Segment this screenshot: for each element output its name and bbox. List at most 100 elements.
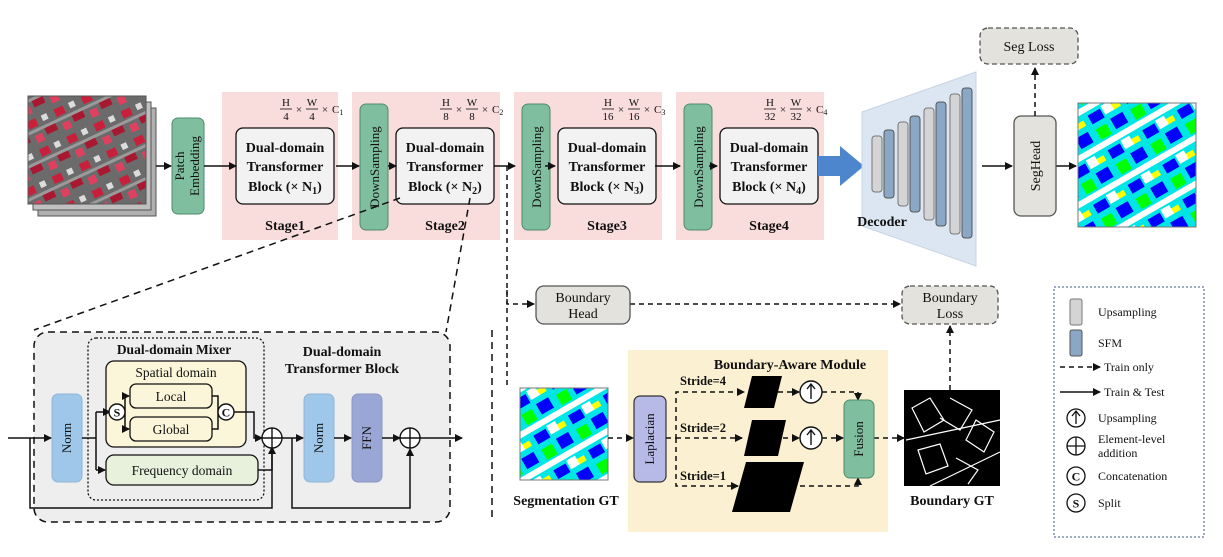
svg-text:H: H	[442, 97, 450, 109]
laplacian-label: Laplacian	[642, 413, 657, 465]
block-line-3: Block (× N4)	[732, 180, 806, 197]
plus-circle-icon	[1066, 436, 1086, 456]
stage-dims-label: H8×W8×C2	[440, 97, 503, 123]
block-line-2: Transformer	[407, 160, 484, 175]
stage-label: Stage3	[587, 219, 627, 234]
stride-2-feature-map	[744, 420, 786, 456]
global-label: Global	[153, 422, 190, 437]
output-segmentation-map	[1077, 102, 1197, 228]
legend-item-sfm-block: SFM	[1069, 329, 1122, 357]
svg-text:×: ×	[322, 104, 328, 116]
svg-text:×: ×	[456, 104, 462, 116]
boundary-gt-edges	[905, 397, 1001, 487]
svg-text:32: 32	[791, 111, 802, 123]
legend-label: SFM	[1098, 336, 1122, 350]
up-circle-icon	[1066, 408, 1086, 428]
svg-text:C4: C4	[816, 104, 827, 117]
downsampling-label: DownSampling	[691, 126, 706, 208]
concat-circle: C	[217, 403, 235, 421]
input-image-stack	[27, 95, 157, 217]
c-circle-icon: C	[1066, 466, 1086, 486]
stride-1-label: Stride=1	[680, 469, 726, 483]
ffn-label: FFN	[359, 425, 374, 449]
svg-text:×: ×	[296, 104, 302, 116]
legend-label: Element-level	[1098, 432, 1166, 446]
block-line-2: Transformer	[247, 160, 324, 175]
block-line-1: Dual-domain	[246, 141, 325, 156]
stride-2-label: Stride=2	[680, 421, 726, 435]
block-line-1: Dual-domain	[406, 141, 485, 156]
bam-title: Boundary-Aware Module	[714, 358, 866, 373]
downsampling-label: DownSampling	[529, 126, 544, 208]
block-line-1: Dual-domain	[568, 141, 647, 156]
segmentation-gt-label: Segmentation GT	[513, 494, 619, 509]
seghead-block: SegHead	[1013, 115, 1057, 217]
transformer-block-title-1: Dual-domain	[303, 345, 382, 360]
svg-text:H: H	[604, 97, 612, 109]
upsampling-circle-2	[799, 426, 823, 450]
concat-symbol: C	[222, 406, 231, 420]
seghead-label: SegHead	[1029, 141, 1044, 192]
mixer-title: Dual-domain Mixer	[117, 342, 231, 357]
mixer-box	[87, 337, 265, 501]
legend-label: Train & Test	[1104, 385, 1165, 399]
svg-text:H: H	[766, 97, 774, 109]
addition-circle-1	[261, 427, 283, 449]
spatial-domain-label: Spatial domain	[135, 365, 217, 380]
block-line-3: Block (× N3)	[570, 180, 644, 197]
svg-text:8: 8	[443, 111, 449, 123]
boundary-loss-label-2: Loss	[937, 307, 963, 322]
legend-item-up-circle: Upsampling	[1066, 408, 1157, 428]
laplacian-block	[633, 395, 667, 483]
svg-text:W: W	[307, 97, 318, 109]
legend-label: Upsampling	[1098, 411, 1157, 425]
transformer-block-detail: Dual-domain Transformer Block Dual-domai…	[8, 331, 463, 523]
stage-dims-label: H16×W16×C3	[602, 97, 665, 123]
stage-3: DownSampling Dual-domainTransformerBlock …	[514, 92, 665, 240]
block-line-1: Dual-domain	[730, 141, 809, 156]
upsampling-block-icon	[1069, 298, 1083, 326]
svg-text:×: ×	[806, 104, 812, 116]
legend-label: Split	[1098, 496, 1121, 510]
block-line-3: Block (× N1)	[248, 180, 322, 197]
block-line-3: Block (× N2)	[408, 180, 482, 197]
stage-label: Stage1	[265, 219, 305, 234]
norm-2-label: Norm	[311, 423, 326, 453]
svg-text:C2: C2	[492, 104, 503, 117]
transformer-block-title-2: Transformer Block	[285, 362, 399, 377]
svg-text:32: 32	[765, 111, 776, 123]
svg-text:C3: C3	[654, 104, 665, 117]
svg-text:×: ×	[780, 104, 786, 116]
stage-label: Stage4	[749, 219, 789, 234]
seg-loss-box: Seg Loss	[979, 27, 1079, 65]
stage-2: DownSampling Dual-domainTransformerBlock …	[352, 92, 503, 240]
downsampling-label: DownSampling	[367, 126, 382, 208]
sfm-block-icon	[1069, 329, 1083, 357]
block-line-2: Transformer	[569, 160, 646, 175]
svg-text:S: S	[1073, 497, 1080, 511]
fusion-block	[843, 399, 875, 479]
boundary-head-label-2: Head	[568, 307, 598, 322]
boundary-head-label-1: Boundary	[555, 291, 610, 306]
svg-text:4: 4	[309, 111, 315, 123]
svg-text:16: 16	[629, 111, 641, 123]
legend-label: Upsampling	[1098, 305, 1157, 319]
segmentation-gt-image	[519, 387, 609, 481]
svg-text:×: ×	[482, 104, 488, 116]
boundary-head-box: Boundary Head	[535, 285, 631, 325]
svg-text:8: 8	[469, 111, 475, 123]
boundary-gt-image	[904, 390, 1000, 486]
stage-dims-label: H32×W32×C4	[764, 97, 827, 123]
legend-item-upsampling-block: Upsampling	[1069, 298, 1157, 326]
stride-4-feature-map	[744, 376, 782, 408]
svg-text:4: 4	[283, 111, 289, 123]
svg-text:×: ×	[618, 104, 624, 116]
upsampling-circle-1	[799, 380, 823, 404]
svg-text:W: W	[629, 97, 640, 109]
